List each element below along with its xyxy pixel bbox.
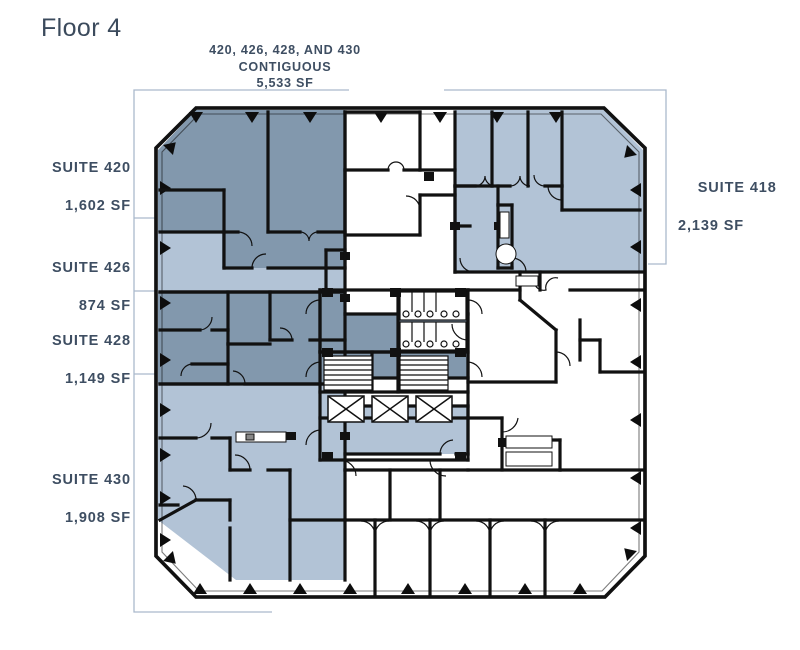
suite-430-label: SUITE 430 1,908 SF bbox=[0, 452, 131, 567]
suite-426-area-fill bbox=[158, 232, 345, 292]
contiguous-area-line: 5,533 SF bbox=[256, 76, 314, 91]
contiguous-suites-line: 420, 426, 428, AND 430 bbox=[209, 43, 361, 57]
suite-428-label: SUITE 428 1,149 SF bbox=[0, 313, 131, 428]
core-stairs bbox=[323, 355, 449, 391]
contiguous-word-line: CONTIGUOUS bbox=[238, 59, 332, 74]
common-fixtures bbox=[505, 275, 553, 467]
page-title: Floor 4 bbox=[41, 14, 122, 42]
suite-420-area: 1,602 SF bbox=[64, 198, 131, 215]
suite-420-doors bbox=[237, 231, 319, 269]
suite-420-name: SUITE 420 bbox=[51, 160, 131, 177]
suite-430-fixtures bbox=[235, 431, 287, 443]
contiguous-callout: 420, 426, 428, AND 430 CONTIGUOUS 5,533 … bbox=[165, 42, 405, 92]
suite-418-fixtures bbox=[495, 211, 517, 265]
suite-430-name: SUITE 430 bbox=[51, 472, 131, 489]
suite-418-name: SUITE 418 bbox=[697, 180, 777, 197]
suite-420-label: SUITE 420 1,602 SF bbox=[0, 140, 131, 255]
suite-418-area: 2,139 SF bbox=[678, 218, 745, 235]
suite-428-name: SUITE 428 bbox=[51, 333, 131, 350]
common-corridor-walls bbox=[288, 110, 646, 596]
suite-418-bracket bbox=[444, 89, 667, 265]
suite-divider-ticks bbox=[134, 217, 158, 375]
suite-420-area-fill bbox=[158, 110, 345, 268]
suite-426-label: SUITE 426 874 SF bbox=[0, 240, 131, 355]
core-columns bbox=[322, 288, 466, 461]
suite-428-area: 1,149 SF bbox=[64, 371, 131, 388]
suite-426-name: SUITE 426 bbox=[51, 260, 131, 277]
suite-426-area: 874 SF bbox=[78, 298, 131, 315]
core-restrooms bbox=[399, 291, 467, 351]
suite-418-label: SUITE 418 2,139 SF bbox=[678, 160, 798, 275]
core-elevators bbox=[327, 395, 453, 423]
suite-430-area: 1,908 SF bbox=[64, 510, 131, 527]
building-perimeter-wall bbox=[154, 106, 647, 599]
suite-430-doors bbox=[182, 422, 454, 501]
contiguous-bracket bbox=[133, 89, 349, 613]
